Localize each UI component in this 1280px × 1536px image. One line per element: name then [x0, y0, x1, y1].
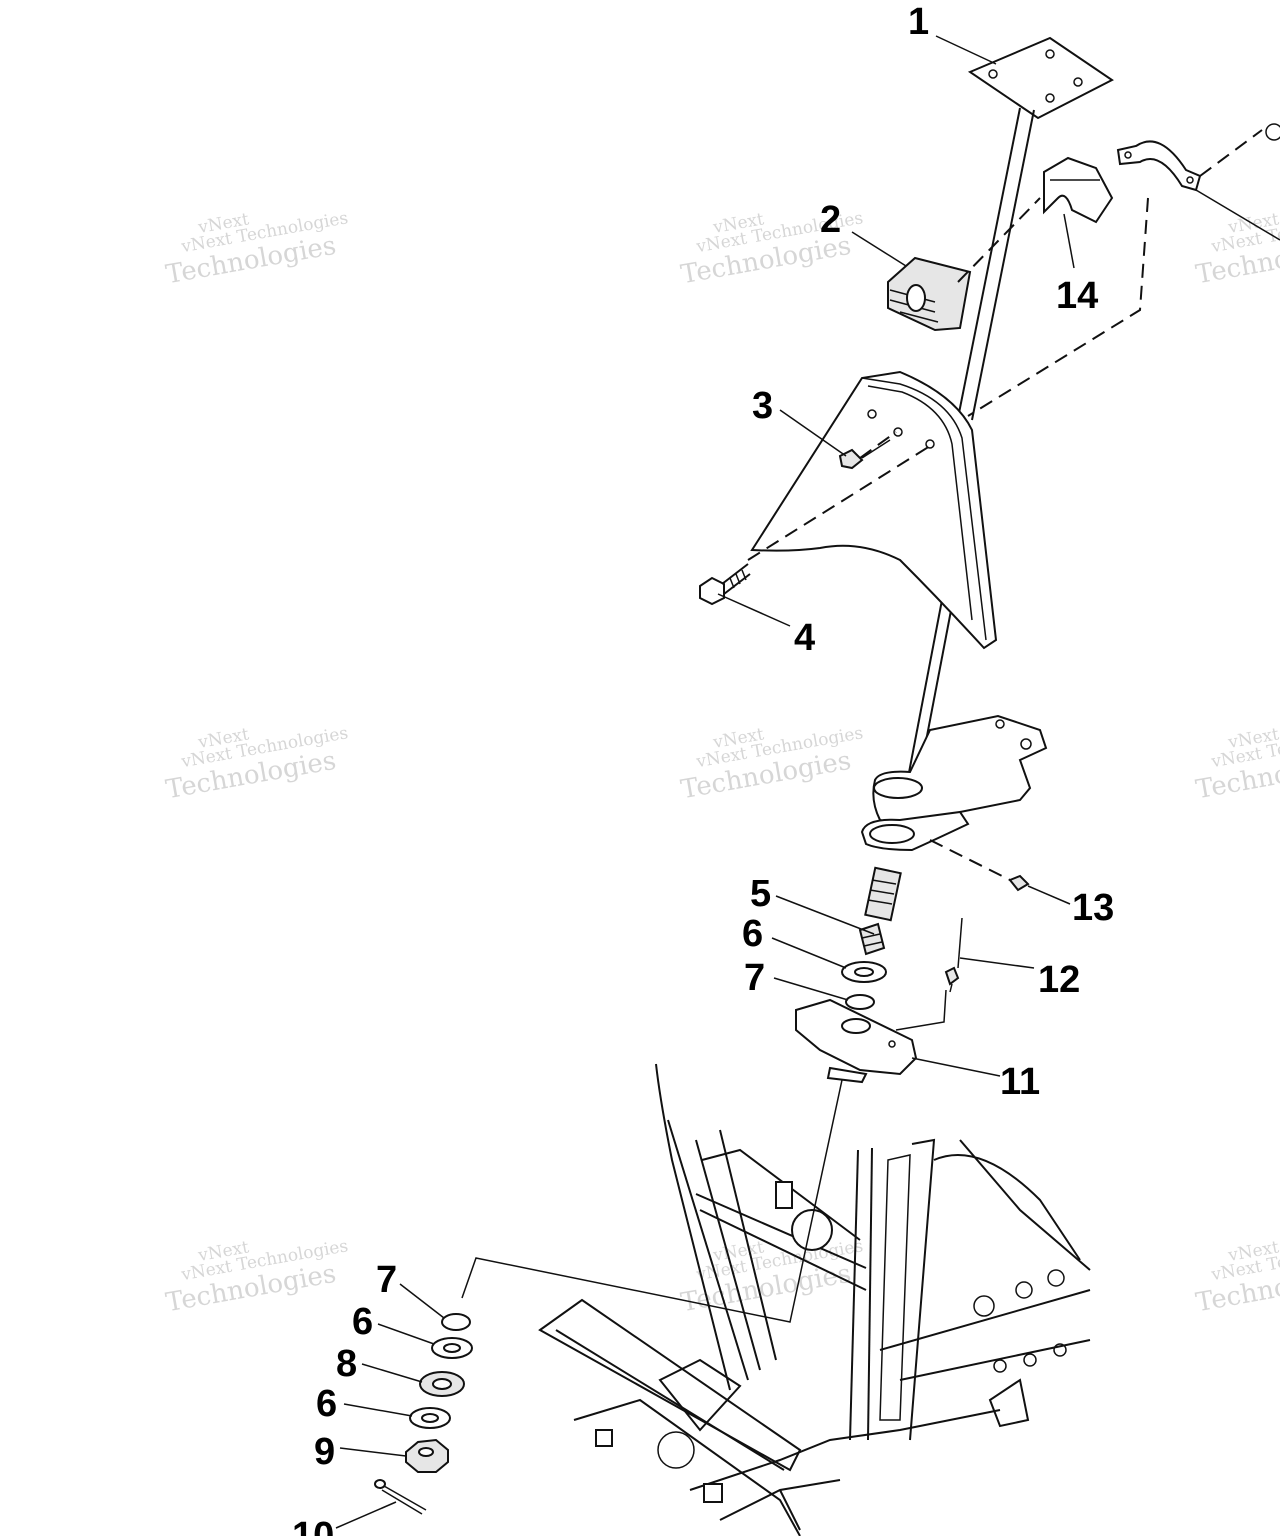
column-support-bracket [860, 714, 1048, 852]
coupler-part-5 [858, 922, 886, 956]
watermark: vNext vNext Technologies Technologies [1194, 723, 1280, 805]
callout-14: 14 [1056, 275, 1098, 317]
screw-part-3 [838, 439, 891, 470]
callout-13: 13 [1072, 887, 1114, 929]
screw-part-13 [1008, 874, 1030, 892]
callout-2: 2 [820, 199, 841, 241]
callout-1: 1 [908, 1, 929, 43]
callout-10: 10 [292, 1515, 334, 1536]
callout-6-lower-a: 6 [352, 1301, 373, 1343]
callout-8: 8 [336, 1343, 357, 1385]
callout-9: 9 [314, 1431, 335, 1473]
washer-part-6 [841, 961, 887, 983]
o-ring-part-7-lower [441, 1313, 471, 1331]
watermark: vNext vNext Technologies Technologies [164, 208, 350, 290]
callout-7: 7 [744, 957, 765, 999]
callout-5: 5 [750, 873, 771, 915]
watermark: vNext vNext Technologies Technologies [164, 1236, 350, 1318]
watermark: vNext vNext Technologies Technologies [1194, 1236, 1280, 1318]
callout-6-lower-b: 6 [316, 1383, 337, 1425]
bolt-part-4 [699, 563, 751, 606]
dash-panel [750, 370, 998, 650]
callout-12: 12 [1038, 959, 1080, 1001]
steering-shaft [864, 107, 1035, 922]
bearing-block-part-11 [795, 998, 918, 1084]
lower-hardware-stack [374, 1313, 473, 1515]
callout-11: 11 [1000, 1061, 1040, 1103]
bushing-part-2 [887, 256, 972, 332]
clamp-bracket [1116, 140, 1202, 192]
callout-labels: 1 2 3 4 5 6 7 11 12 13 14 7 6 8 6 9 10 [292, 1, 1114, 1536]
watermark-group: vNext vNext Technologies Technologies vN… [164, 208, 1280, 1318]
leader-lines [335, 35, 1075, 1529]
pin-part-12 [944, 917, 963, 993]
bushing-half-part-14 [1043, 156, 1114, 224]
callout-7-lower: 7 [376, 1259, 397, 1301]
watermark: vNext vNext Technologies Technologies [1194, 208, 1280, 290]
callout-4: 4 [794, 617, 815, 659]
watermark: vNext vNext Technologies Technologies [164, 723, 350, 805]
watermark: vNext vNext Technologies Technologies [679, 723, 865, 805]
mounting-plate-part-1 [967, 36, 1114, 120]
callout-3: 3 [752, 385, 773, 427]
vehicle-frame [538, 1063, 1091, 1536]
o-ring-part-7 [845, 994, 875, 1010]
callout-6: 6 [742, 913, 763, 955]
cotter-pin-part-10 [374, 1479, 427, 1515]
